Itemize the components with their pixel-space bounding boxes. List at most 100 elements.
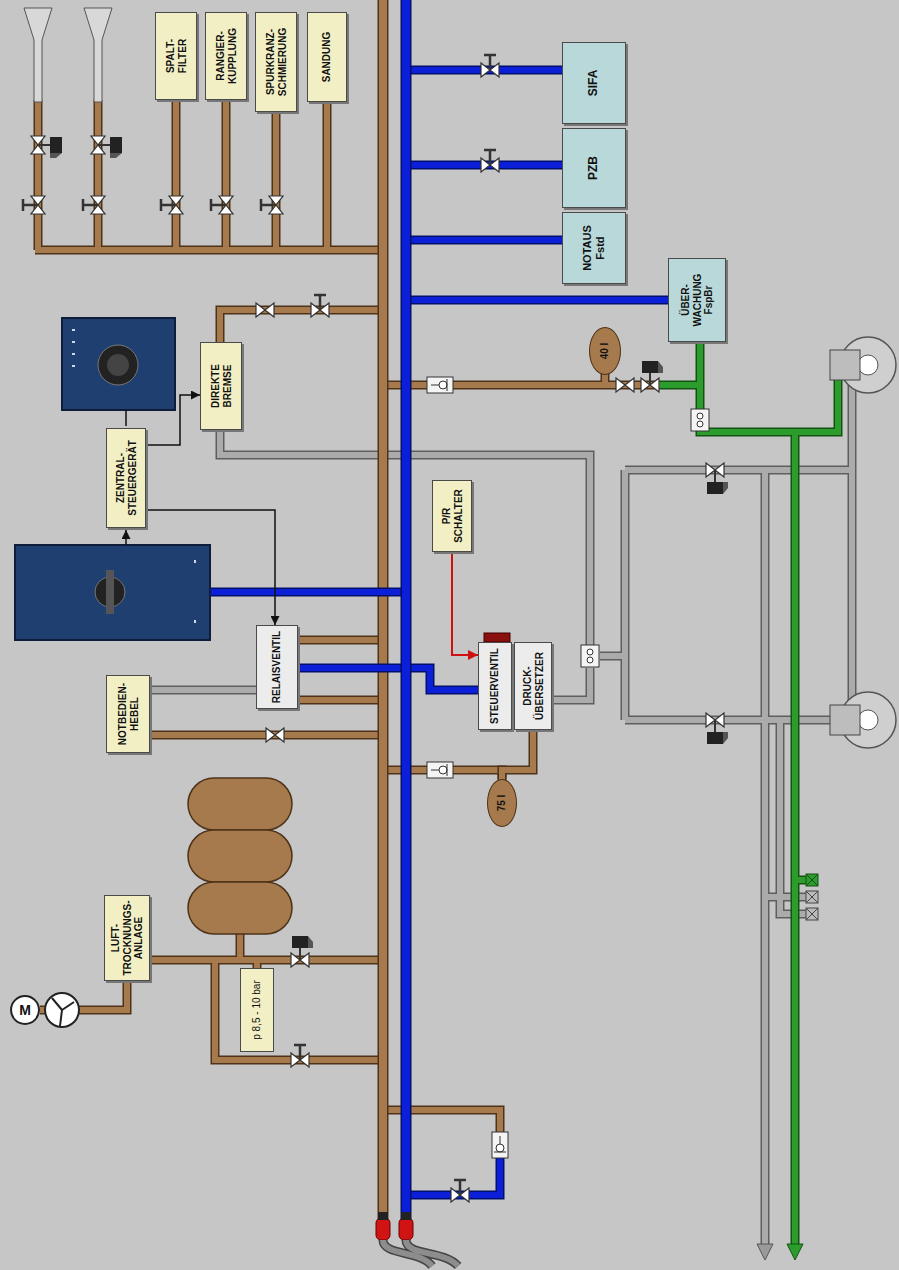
label-wrap: NOTBEDIEN- HEBEL [117, 679, 140, 749]
horn-symbol [84, 8, 112, 102]
valve-symbol [691, 409, 709, 431]
valve-box: RELAISVENTIL [256, 625, 298, 709]
coupling-handle [376, 1212, 458, 1266]
valve-symbol [211, 196, 233, 214]
component-label: STEUERVENTIL [489, 646, 501, 726]
label-wrap: SANDUNG [321, 17, 333, 97]
valve-box: STEUERVENTIL [478, 642, 512, 730]
switch-arrow [452, 552, 478, 655]
component-box: LUFT- TROCKNUNGS- ANLAGE [104, 895, 150, 981]
brown-pipe [378, 0, 389, 1225]
component-label: NOTAUS Fstd [581, 219, 606, 277]
steuerventil-cap [484, 633, 510, 642]
label-wrap: p 8,5 - 10 bar [251, 972, 263, 1048]
valve-symbol [706, 463, 728, 494]
green-pipe [660, 330, 838, 1245]
valve-symbol [91, 136, 122, 158]
valve-symbol [291, 1045, 309, 1067]
component-box: RANGIER- KUPPLUNG [205, 12, 247, 100]
pipe-terminal [806, 891, 818, 903]
label-wrap: SPURKRANZ- SCHMIERUNG [265, 22, 288, 102]
label-wrap: ZENTRAL- STEUERGERÄT [115, 436, 138, 520]
component-label: SIFA [587, 48, 601, 118]
control-panel [62, 318, 175, 410]
component-label: SPURKRANZ- SCHMIERUNG [265, 22, 288, 102]
label-wrap: PZB [587, 133, 601, 203]
brake-disc [858, 710, 878, 730]
blue-pipe [210, 0, 668, 1225]
brake-disc [858, 355, 878, 375]
air-tank: 75 l [487, 779, 517, 827]
steuerventil-cap [484, 633, 510, 642]
component-label: LUFT- TROCKNUNGS- ANLAGE [110, 900, 145, 976]
valve-symbol [427, 377, 453, 393]
compressor-symbol [45, 993, 79, 1027]
valve-symbol [161, 196, 183, 214]
component-label: DIREKTE BREMSE [210, 351, 233, 421]
air-reservoir [188, 882, 292, 934]
component-box: SPALT- FILTER [155, 12, 197, 100]
component-label: SPALT- FILTER [165, 26, 188, 86]
air-reservoir [188, 830, 292, 882]
component-box: DIREKTE BREMSE [200, 342, 242, 430]
valve-symbol [481, 55, 499, 77]
component-box: P/R SCHALTER [432, 480, 472, 552]
valve-symbol [23, 196, 45, 214]
grey-pipe [150, 690, 256, 691]
component-label: p 8,5 - 10 bar [251, 972, 263, 1048]
pipe-terminal [806, 891, 818, 903]
horn-symbol [24, 8, 52, 102]
brown-pipe [502, 730, 533, 779]
valve-symbol [481, 150, 499, 172]
pipe-terminal [806, 874, 818, 920]
signal-arrow [146, 395, 200, 445]
component-label: 40 l [599, 331, 611, 371]
horn-symbol [24, 8, 112, 102]
valve-symbol [266, 728, 284, 742]
control-panel [107, 354, 129, 376]
arrow-tip [757, 1244, 803, 1260]
label-wrap: STEUERVENTIL [489, 646, 501, 726]
valve-symbol [492, 1132, 508, 1158]
label-wrap: SPALT- FILTER [165, 26, 188, 86]
component-box: ZENTRAL- STEUERGERÄT [106, 428, 146, 528]
label-wrap: NOTAUS Fstd [581, 219, 606, 277]
label-wrap: DIREKTE BREMSE [210, 351, 233, 421]
valve-symbol [451, 1180, 469, 1202]
brake-disc [830, 705, 860, 735]
control-panel [194, 560, 196, 623]
air-tank: 40 l [589, 327, 621, 375]
valve-symbol [616, 378, 634, 392]
pipe-terminal [806, 908, 818, 920]
coupling-handle [399, 1218, 413, 1240]
coupling-handle [378, 1212, 388, 1220]
valve-symbol [256, 303, 274, 317]
green-pipe [660, 330, 838, 1245]
control-panel [98, 345, 138, 385]
air-reservoir [188, 778, 292, 830]
signal-arrow [146, 510, 275, 625]
control-panel [15, 545, 210, 640]
component-label: RELAISVENTIL [271, 629, 283, 705]
component-label: ZENTRAL- STEUERGERÄT [115, 436, 138, 520]
monitor-box: PZB [562, 128, 626, 208]
coupling-handle [383, 1240, 458, 1266]
coupling-handle [376, 1218, 390, 1240]
grey-pipe [220, 380, 852, 1245]
label-wrap: RANGIER- KUPPLUNG [215, 21, 238, 91]
control-panel [106, 570, 114, 614]
coupling-handle [383, 1240, 458, 1266]
grey-pipe [220, 380, 852, 1245]
connector-line [146, 510, 275, 625]
blue-pipe [401, 0, 412, 1225]
component-box: SANDUNG [307, 12, 347, 102]
connector-line [146, 395, 200, 445]
pipe-terminal [806, 874, 818, 886]
blue-pipe [210, 70, 668, 1195]
compressor-symbol [52, 998, 74, 1026]
label-wrap: M [13, 1002, 37, 1018]
label-wrap: P/R SCHALTER [441, 486, 464, 546]
